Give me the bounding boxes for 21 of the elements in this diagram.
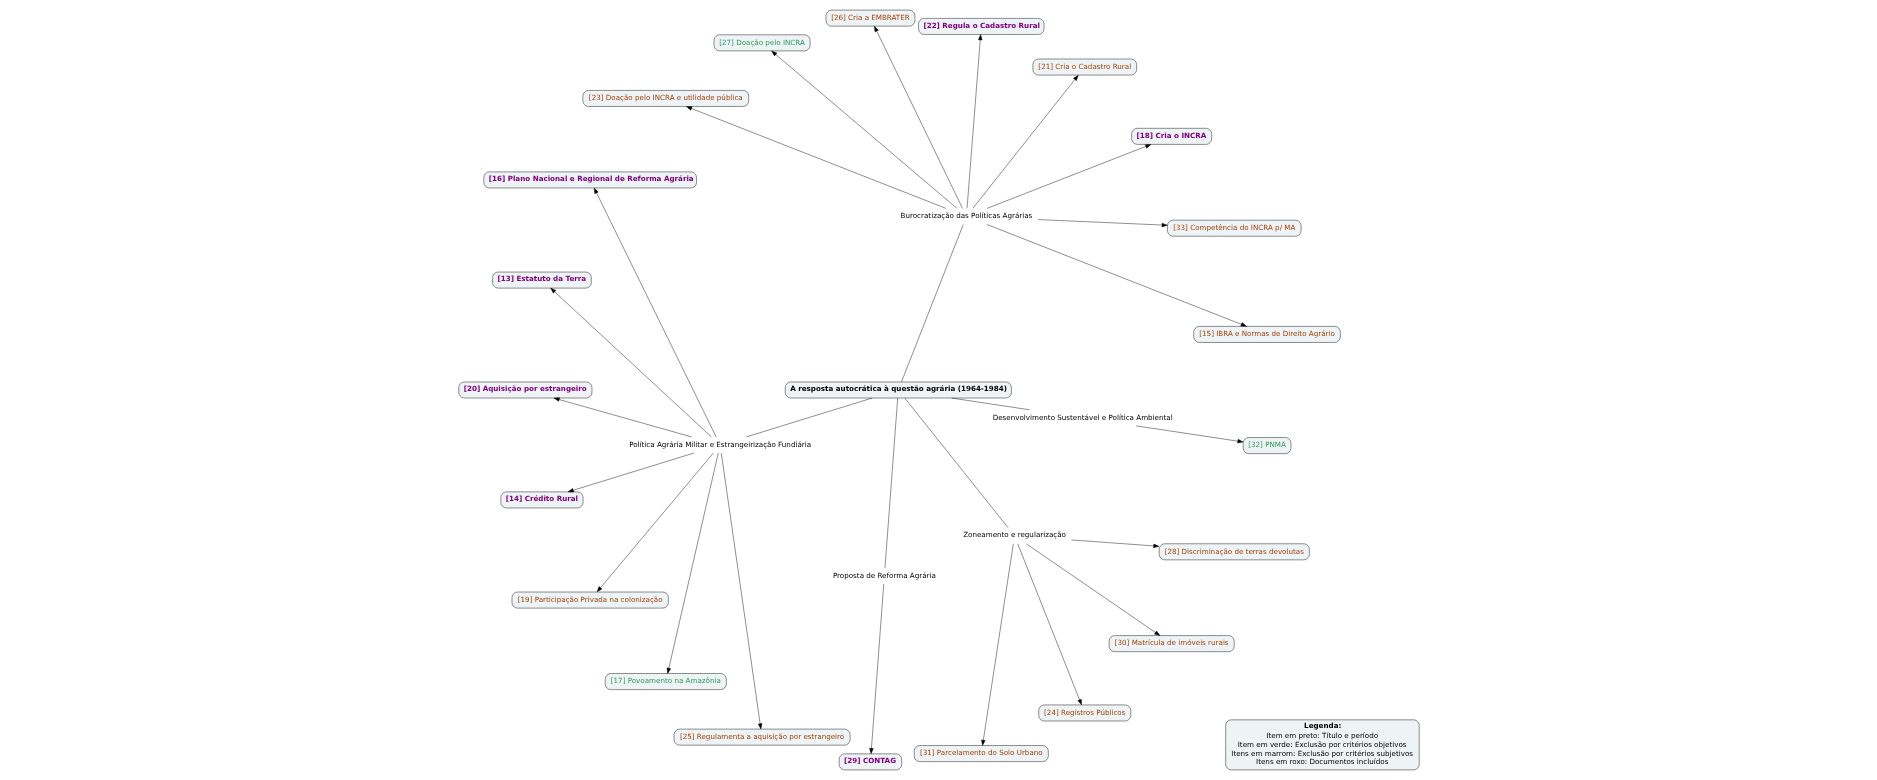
arrow [868,583,884,754]
arrow [549,287,712,438]
arrow [986,224,1247,327]
arrow [966,34,982,209]
arrow [1070,539,1159,549]
arrow [1135,425,1243,444]
arrow [685,106,946,209]
arrow [980,543,1014,746]
arrow [1017,543,1082,706]
arrow [1037,219,1168,228]
arrow [553,397,692,438]
arrow [720,452,762,730]
arrow [567,452,694,493]
arrow [972,75,1078,209]
arrow [1025,543,1160,636]
arrow [666,452,718,674]
arrow [986,144,1151,209]
arrow [596,452,714,593]
arrow [593,187,716,438]
arrow [770,50,957,209]
arrow [873,26,963,209]
